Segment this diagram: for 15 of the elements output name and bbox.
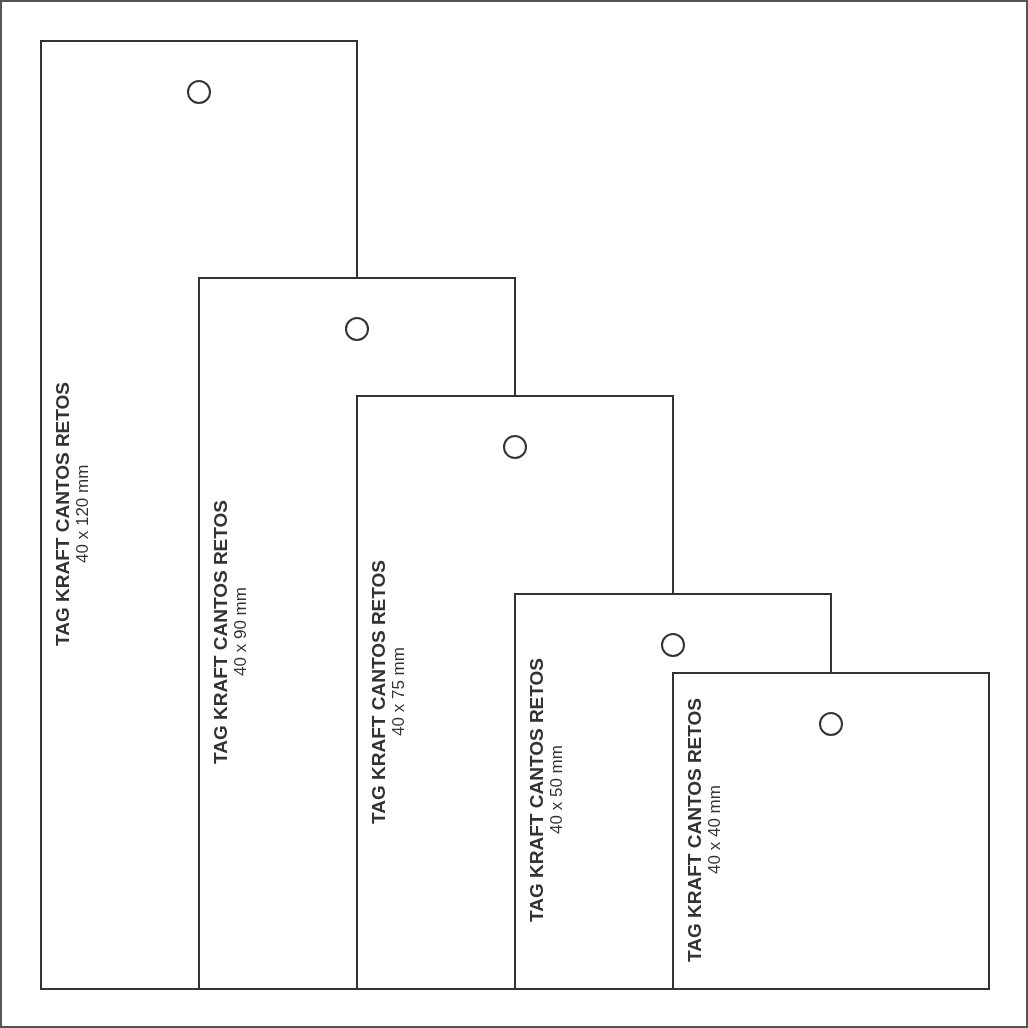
tag-size: 40 x 40 mm	[706, 784, 723, 877]
tag-card	[40, 40, 198, 990]
tag-title: TAG KRAFT CANTOS RETOS	[53, 382, 72, 646]
tag-card	[514, 593, 672, 990]
tag-title: TAG KRAFT CANTOS RETOS	[685, 698, 704, 962]
tag-title: TAG KRAFT CANTOS RETOS	[527, 658, 546, 922]
tag-card	[672, 672, 990, 990]
tag-size: 40 x 90 mm	[232, 586, 249, 679]
tag-size: 40 x 50 mm	[548, 744, 565, 837]
tag-card	[356, 395, 514, 990]
tag-card	[198, 277, 356, 990]
tag-size: 40 x 75 mm	[390, 646, 407, 739]
tag-size: 40 x 120 mm	[74, 463, 91, 566]
tag-title: TAG KRAFT CANTOS RETOS	[211, 500, 230, 764]
tag-title: TAG KRAFT CANTOS RETOS	[369, 560, 388, 824]
